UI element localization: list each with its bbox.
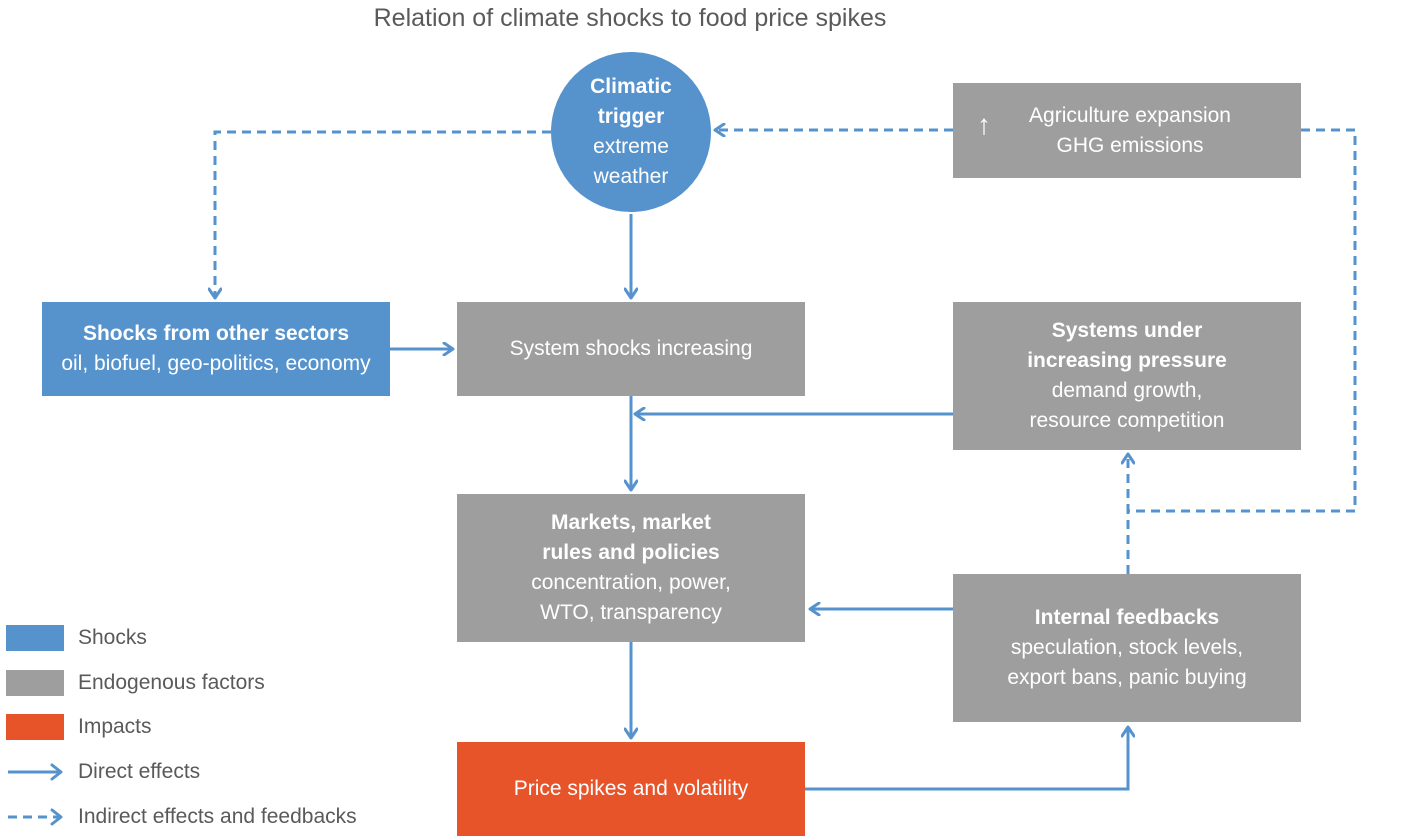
agriculture-line-2: GHG emissions	[1056, 133, 1204, 157]
markets-title-line-2: rules and policies	[542, 541, 720, 564]
legend-label-endogenous: Endogenous factors	[78, 671, 265, 694]
trigger-detail-line-2: weather	[593, 165, 669, 188]
pressure-detail-line-2: resource competition	[1029, 409, 1225, 432]
legend-swatch-endogenous	[6, 670, 64, 696]
node-shocks-other-sectors: Shocks from other sectors oil, biofuel, …	[42, 302, 390, 396]
node-climatic-trigger: Climatic trigger extreme weather	[551, 52, 711, 212]
other-sectors-detail: oil, biofuel, geo-politics, economy	[61, 352, 371, 375]
markets-title-line-1: Markets, market	[551, 511, 711, 534]
dashed-arrow-icon	[8, 808, 63, 826]
legend-label-impacts: Impacts	[78, 715, 152, 738]
legend-item-direct: Direct effects	[6, 758, 200, 786]
legend-item-indirect: Indirect effects and feedbacks	[6, 803, 357, 831]
feedbacks-detail-line-1: speculation, stock levels,	[1010, 636, 1244, 659]
legend-label-shocks: Shocks	[78, 626, 147, 649]
legend-swatch-shocks	[6, 625, 64, 651]
legend-label-direct: Direct effects	[78, 760, 201, 783]
dashed-arrow-trigger-to-other-sectors	[215, 130, 551, 298]
node-internal-feedbacks: Internal feedbacks speculation, stock le…	[953, 574, 1301, 722]
node-markets: Markets, market rules and policies conce…	[457, 494, 805, 642]
node-system-shocks: System shocks increasing	[457, 302, 805, 396]
up-arrow-icon: ↑	[977, 109, 991, 140]
feedbacks-detail-line-2: export bans, panic buying	[1007, 666, 1247, 689]
markets-detail-line-1: concentration, power,	[531, 571, 731, 594]
markets-detail-line-2: WTO, transparency	[540, 601, 722, 624]
dashed-arrow-agriculture-to-pressure	[1128, 128, 1357, 513]
trigger-title-line-2: trigger	[597, 105, 665, 128]
price-spikes-label: Price spikes and volatility	[513, 777, 749, 800]
pressure-title-line-1: Systems under	[1051, 319, 1203, 342]
solid-arrow-icon	[8, 763, 63, 781]
legend-swatch-impacts	[6, 714, 64, 740]
node-systems-pressure: Systems under increasing pressure demand…	[953, 302, 1301, 450]
legend-label-indirect: Indirect effects and feedbacks	[78, 805, 357, 828]
feedbacks-title: Internal feedbacks	[1034, 606, 1220, 629]
pressure-detail-line-1: demand growth,	[1051, 379, 1203, 402]
diagram-title: Relation of climate shocks to food price…	[373, 4, 887, 32]
system-shocks-label: System shocks increasing	[509, 337, 753, 360]
other-sectors-title: Shocks from other sectors	[82, 322, 350, 345]
legend-item-impacts: Impacts	[6, 713, 152, 741]
node-price-spikes: Price spikes and volatility	[457, 742, 805, 836]
trigger-detail-line-1: extreme	[593, 135, 669, 158]
agriculture-line-1: Agriculture expansion	[1029, 103, 1231, 127]
legend-item-shocks: Shocks	[6, 624, 147, 652]
arrow-price-spikes-to-feedbacks	[805, 727, 1128, 791]
node-agriculture-expansion: ↑ Agriculture expansion GHG emissions	[953, 83, 1301, 178]
legend-item-endogenous: Endogenous factors	[6, 669, 265, 697]
pressure-title-line-2: increasing pressure	[1027, 349, 1227, 372]
trigger-title-line-1: Climatic	[590, 75, 672, 98]
